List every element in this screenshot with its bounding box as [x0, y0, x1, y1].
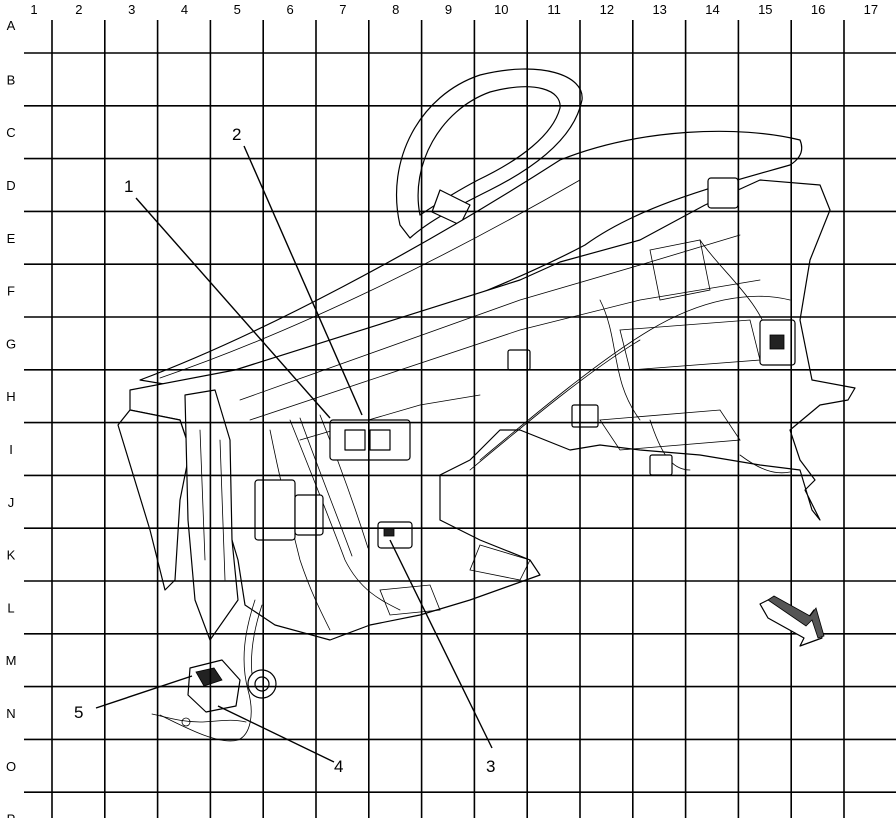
callout-3-leader — [389, 539, 493, 749]
grid-column-label: 5 — [234, 2, 241, 17]
grid-column-label: 4 — [181, 2, 188, 17]
grid-row-label: A — [7, 18, 16, 33]
grid-column-label: 9 — [445, 2, 452, 17]
left-side-panel — [117, 389, 239, 641]
callout-5-label: 5 — [74, 703, 83, 722]
grid-row-label: D — [6, 178, 15, 193]
grid-row-labels: A B C D E F G H I J K L M N O P — [6, 18, 17, 818]
grid-row-label: H — [6, 389, 15, 404]
callout-2-leader — [243, 145, 363, 416]
grid-row-lines — [24, 52, 896, 794]
grid-column-label: 2 — [75, 2, 82, 17]
grid-column-label: 1 — [30, 2, 37, 17]
grid-column-label: 11 — [547, 2, 561, 17]
grid-column-label: 17 — [864, 2, 878, 17]
grid-row-label: L — [7, 600, 14, 615]
grid-column-label: 6 — [286, 2, 293, 17]
grid-row-label: O — [6, 759, 16, 774]
callout-labels: 1 2 3 4 5 — [74, 125, 495, 776]
callout-4-label: 4 — [334, 757, 343, 776]
grid-column-label: 8 — [392, 2, 399, 17]
grid-column-label: 15 — [758, 2, 772, 17]
callout-3-label: 3 — [486, 757, 495, 776]
grid-row-label: I — [9, 442, 13, 457]
callout-1-leader — [135, 197, 331, 419]
grid-column-label: 3 — [128, 2, 135, 17]
grid-row-label: J — [8, 495, 15, 510]
instrument-panel-illustration — [117, 68, 856, 742]
grid-column-label: 13 — [652, 2, 666, 17]
grid-row-label: G — [6, 336, 16, 351]
grid-column-label: 12 — [600, 2, 614, 17]
grid-row-label: B — [7, 72, 16, 87]
forward-direction-arrow-icon — [759, 595, 825, 647]
grid-column-label: 16 — [811, 2, 825, 17]
grid-column-lines — [51, 20, 845, 818]
grid-column-label: 7 — [339, 2, 346, 17]
callout-1-label: 1 — [124, 177, 133, 196]
grid-row-label: E — [7, 231, 16, 246]
callout-leaders — [95, 145, 493, 763]
grid-column-label: 10 — [494, 2, 508, 17]
callout-2-label: 2 — [232, 125, 241, 144]
grid-row-label: M — [6, 653, 17, 668]
steering-wheel — [396, 68, 583, 239]
callout-4-leader — [217, 705, 335, 763]
grid-row-label: C — [6, 125, 15, 140]
grid-row-label: N — [6, 706, 15, 721]
callout-5-leader — [95, 675, 193, 709]
grid-row-label: F — [7, 284, 15, 299]
grid-column-label: 14 — [705, 2, 719, 17]
grid-row-label: K — [7, 548, 16, 563]
lower-component-assembly — [151, 659, 277, 727]
grid-row-label: P — [7, 812, 16, 818]
